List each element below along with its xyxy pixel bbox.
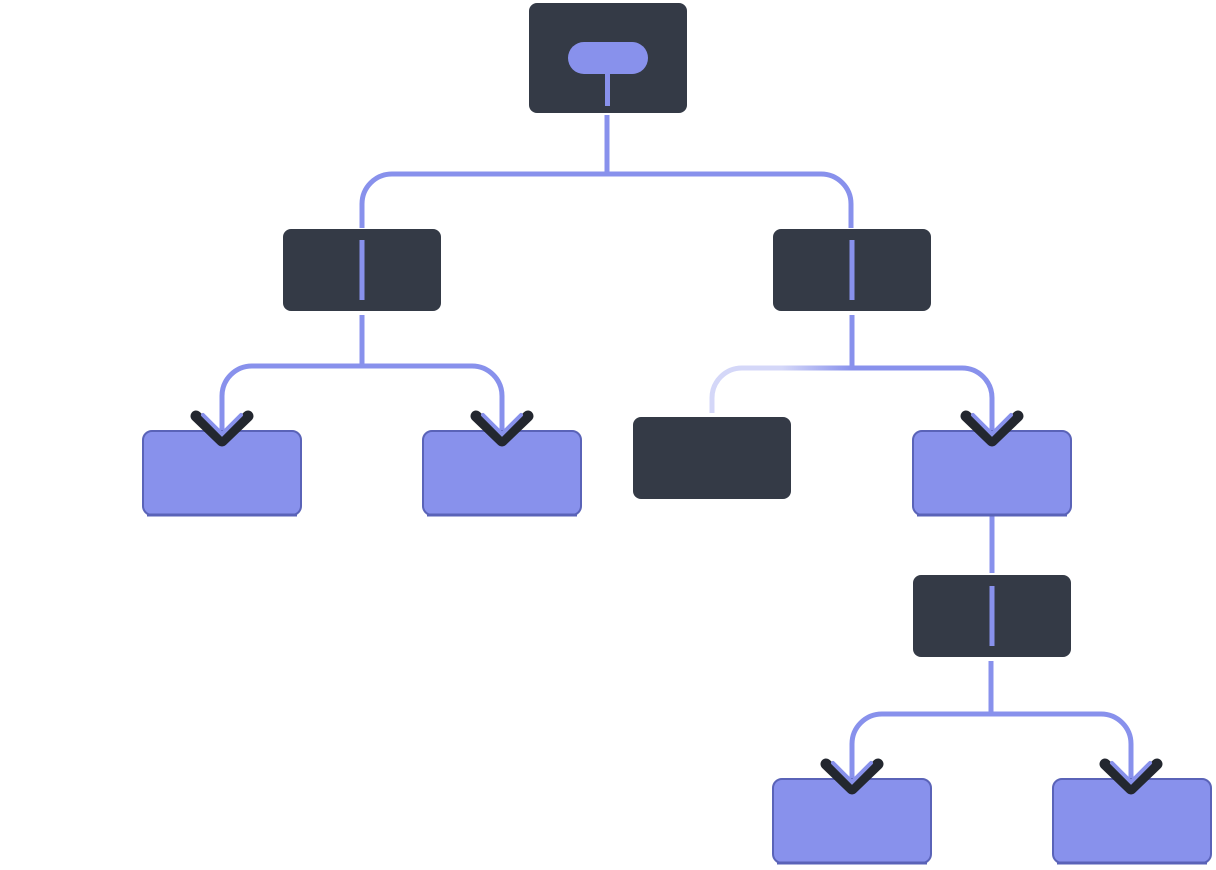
edge-left-leaf-2 — [362, 363, 505, 438]
arrow-head-icon — [820, 758, 884, 795]
edge-left-leaf-1 — [219, 363, 362, 438]
pill-icon — [568, 42, 648, 74]
edge-root-right — [607, 171, 854, 228]
arrow-head-icon — [1099, 758, 1163, 795]
arrow-head-icon — [190, 410, 254, 447]
edge-right-leaf — [852, 365, 995, 438]
edge-deep-leaf-2 — [991, 711, 1134, 786]
arrow-head-icon — [470, 410, 534, 447]
edge-right-faded — [709, 365, 852, 413]
arrow-head-icon — [960, 410, 1024, 447]
pill-stem — [605, 72, 610, 106]
edge-root-left — [359, 171, 607, 228]
edge-deep-leaf-1 — [849, 711, 991, 786]
node-right-dark-child — [633, 417, 791, 499]
